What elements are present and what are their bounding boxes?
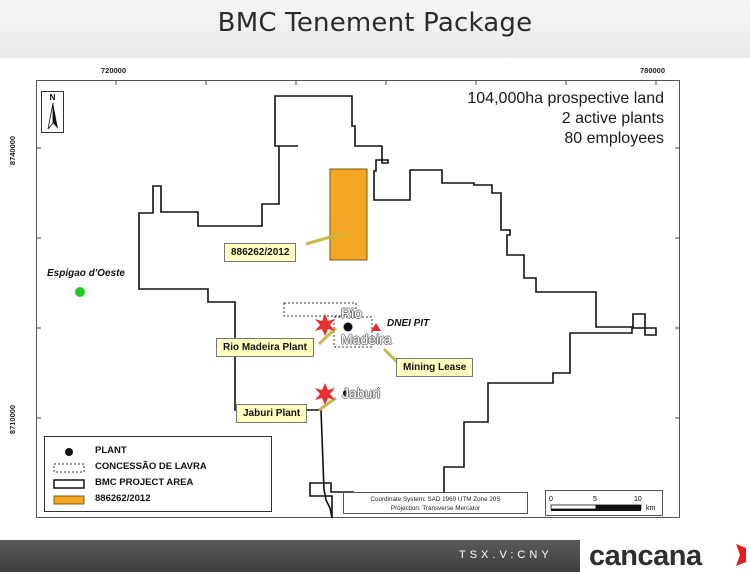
coord-label-780000: 780000 (640, 66, 666, 75)
espigao-point (75, 287, 85, 297)
coordinate-system-box: Coordinate System: SAD 1969 UTM Zone 20S… (343, 492, 528, 514)
north-arrow-box: N (41, 91, 64, 133)
legend-orange-box-icon (53, 495, 85, 505)
concessao-box-1 (283, 302, 357, 317)
legend-dotted-box-icon (53, 463, 85, 473)
scale-tick-5: 5 (593, 496, 597, 503)
bmc-project-area (138, 95, 657, 518)
map-legend: PLANT CONCESSÃO DE LAVRA BMC PROJECT ARE… (44, 436, 272, 512)
stat-plants: 2 active plants (561, 110, 664, 127)
stat-land: 104,000ha prospective land (467, 90, 664, 107)
coord-label-8740000: 8740000 (8, 135, 18, 166)
rio-madeira-plant-star (315, 314, 335, 336)
projection-text: Projection: Transverse Mercator (390, 505, 481, 512)
coord-label-720000: 720000 (101, 66, 127, 75)
espigao-label: Espigao d'Oeste (47, 268, 125, 279)
stat-employees: 80 employees (564, 130, 664, 147)
scale-tick-0: 0 (549, 496, 553, 503)
legend-label-project-area: BMC PROJECT AREA (95, 477, 194, 488)
legend-label-concessao: CONCESSÃO DE LAVRA (95, 461, 207, 472)
callout-leaders (305, 231, 406, 412)
jaburi-plant-star (315, 383, 335, 405)
title-band (0, 0, 750, 58)
rio-madeira-ghost-label-1: Rio (341, 305, 363, 321)
coordinate-system-text: Coordinate System: SAD 1969 UTM Zone 20S (370, 496, 501, 503)
tenement-callout: 886262/2012 (224, 243, 297, 262)
scale-bar-box: 0 5 10 km (545, 490, 663, 516)
north-arrow-icon (47, 103, 58, 130)
scale-tick-10: 10 (634, 496, 642, 503)
dnei-pit-marker (371, 323, 381, 331)
legend-label-tenement: 886262/2012 (95, 493, 151, 504)
concessao-box-2 (333, 316, 373, 348)
jaburi-plant-callout: Jaburi Plant (236, 404, 308, 423)
legend-plant-dot-icon (65, 448, 73, 456)
legend-label-plant: PLANT (95, 445, 127, 456)
scale-bar: 0 5 10 km (549, 496, 656, 512)
jaburi-plant-dot (343, 390, 349, 396)
cancana-logo: cancana (589, 540, 702, 572)
ticker-symbol: TSX.V:CNY (459, 549, 553, 561)
coord-label-8710000: 8710000 (8, 404, 18, 435)
jaburi-ghost-label: Jaburi (342, 385, 381, 401)
stats-block: 104,000ha prospective land 2 active plan… (467, 89, 664, 149)
frame-ticks (36, 80, 680, 419)
legend-outline-box-icon (53, 479, 85, 489)
scale-unit: km (646, 505, 656, 512)
dnei-pit-label: DNEI PIT (387, 318, 430, 329)
logo-accent-icon (736, 544, 746, 566)
tenement-886262 (329, 168, 368, 261)
tenement-map (36, 80, 680, 518)
logo-panel (580, 540, 750, 572)
rio-madeira-ghost-label-2: Madeira (341, 331, 392, 347)
rio-madeira-plant-dot (343, 322, 353, 332)
slide-title: BMC Tenement Package (217, 8, 533, 38)
mining-lease-callout: Mining Lease (396, 358, 474, 377)
rio-madeira-plant-callout: Rio Madeira Plant (216, 338, 314, 357)
north-letter: N (49, 93, 56, 102)
